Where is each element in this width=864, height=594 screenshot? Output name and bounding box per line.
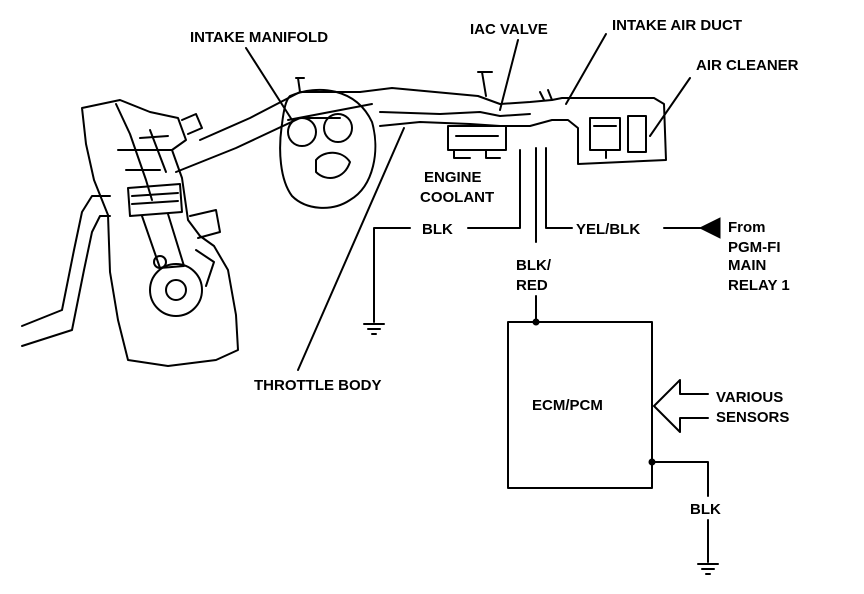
ground-symbol-bottom [697,563,719,575]
label-pgm-fi: PGM-FI [728,239,781,256]
label-blk-red-1: BLK/ [516,257,552,274]
piston-assembly [127,183,203,317]
label-intake-air-duct: INTAKE AIR DUCT [612,17,742,34]
label-intake-manifold: INTAKE MANIFOLD [190,29,328,46]
label-sensors: SENSORS [716,409,789,426]
ecm-pin-top [532,318,540,326]
wiring [373,147,709,563]
leader-lines [245,33,691,371]
label-blk-bottom: BLK [690,501,721,518]
label-main: MAIN [728,257,766,274]
iac-valve [447,125,507,159]
engine-block [81,91,361,367]
relay-arrowhead [698,217,721,239]
air-cleaner [589,115,647,159]
label-engine: ENGINE [424,169,482,186]
ground-symbol-left [363,323,385,335]
label-yel-blk: YEL/BLK [576,221,640,238]
ecm-pcm-box [507,321,653,489]
label-blk-left: BLK [422,221,453,238]
exhaust-pipes [21,195,111,347]
label-blk-red-2: RED [516,277,548,294]
label-air-cleaner: AIR CLEANER [696,57,799,74]
sensor-input-arrow [653,379,709,433]
label-from: From [728,219,766,236]
label-throttle-body: THROTTLE BODY [254,377,382,394]
label-ecm-pcm: ECM/PCM [532,397,603,414]
ecm-pin-ground [648,458,656,466]
label-coolant: COOLANT [420,189,494,206]
label-relay-1: RELAY 1 [728,277,790,294]
throttle-body [279,77,377,209]
label-various: VARIOUS [716,389,783,406]
label-iac-valve: IAC VALVE [470,21,548,38]
